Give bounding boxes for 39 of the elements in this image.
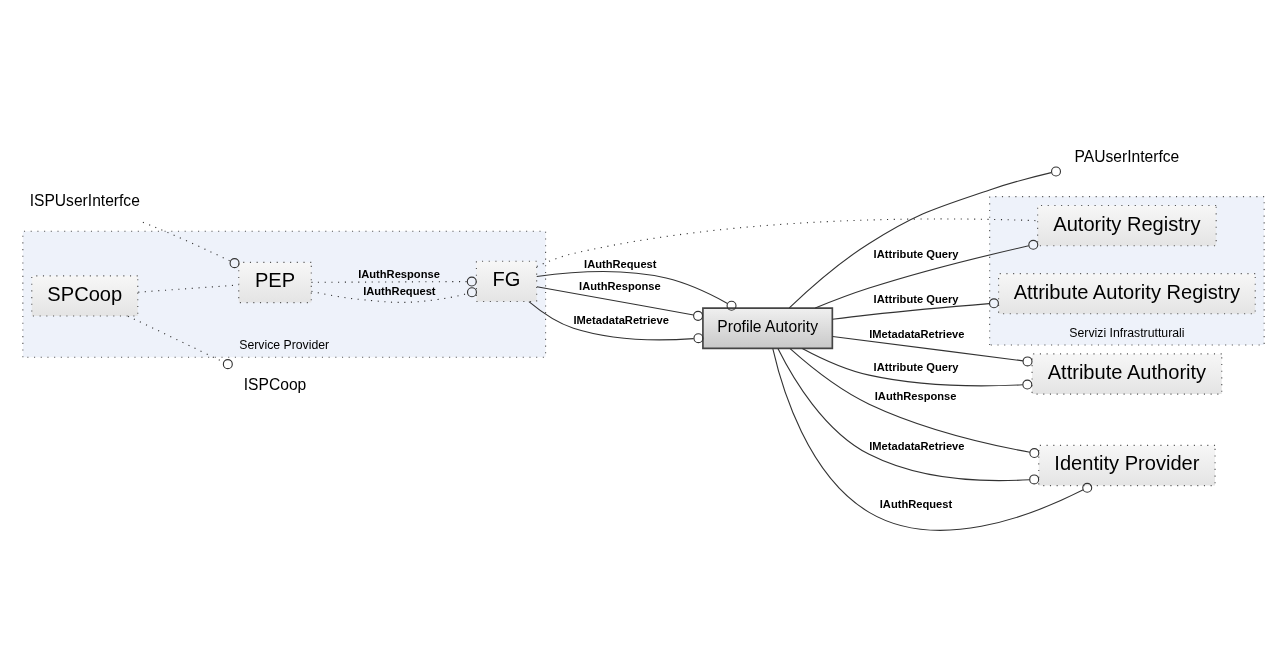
edge-label: IAuthResponse bbox=[579, 280, 661, 293]
node-text: ISPUserInterfce bbox=[29, 192, 140, 210]
connector bbox=[831, 298, 999, 320]
edge-label: IAttribute Query bbox=[873, 360, 959, 373]
node-box: Attribute Authority bbox=[1031, 353, 1223, 395]
node-box: PEP bbox=[238, 261, 312, 304]
connector bbox=[142, 221, 240, 269]
edge-label: IMetadataRetrieve bbox=[573, 313, 669, 326]
connector bbox=[832, 335, 1033, 367]
connector bbox=[528, 301, 704, 344]
connector bbox=[310, 287, 477, 303]
connector bbox=[772, 347, 1093, 531]
edge-label: IMetadataRetrieve bbox=[869, 439, 965, 452]
connector bbox=[310, 276, 477, 287]
edge-label: IAuthRequest bbox=[584, 258, 657, 271]
connector bbox=[788, 166, 1062, 309]
edge-label: IAuthRequest bbox=[363, 284, 436, 297]
edge-label: IMetadataRetrieve bbox=[869, 328, 965, 341]
node-box: SPCoop bbox=[31, 275, 139, 317]
node-box: Attribute Autority Registry bbox=[998, 273, 1256, 315]
node-text: ISPCoop bbox=[243, 376, 307, 394]
edge-label: IAuthResponse bbox=[874, 389, 957, 402]
node-box: Identity Provider bbox=[1038, 444, 1216, 487]
connector bbox=[127, 315, 233, 370]
edge-label: IAttribute Query bbox=[873, 292, 959, 305]
connector bbox=[801, 347, 1033, 390]
connector bbox=[777, 347, 1040, 485]
connector bbox=[536, 218, 1038, 268]
connector bbox=[814, 239, 1039, 309]
connector bbox=[789, 348, 1040, 459]
edge-label: IAuthRequest bbox=[879, 497, 953, 510]
node-box: Autority Registry bbox=[1037, 204, 1217, 247]
node-text: PAUserInterfce bbox=[1074, 147, 1180, 165]
node-box: FG bbox=[475, 260, 538, 303]
node-box: Profile Autority bbox=[702, 307, 834, 350]
edge-label: IAuthResponse bbox=[358, 268, 440, 281]
connector bbox=[536, 286, 704, 321]
connector bbox=[536, 271, 737, 311]
edge-label: IAttribute Query bbox=[873, 247, 959, 260]
